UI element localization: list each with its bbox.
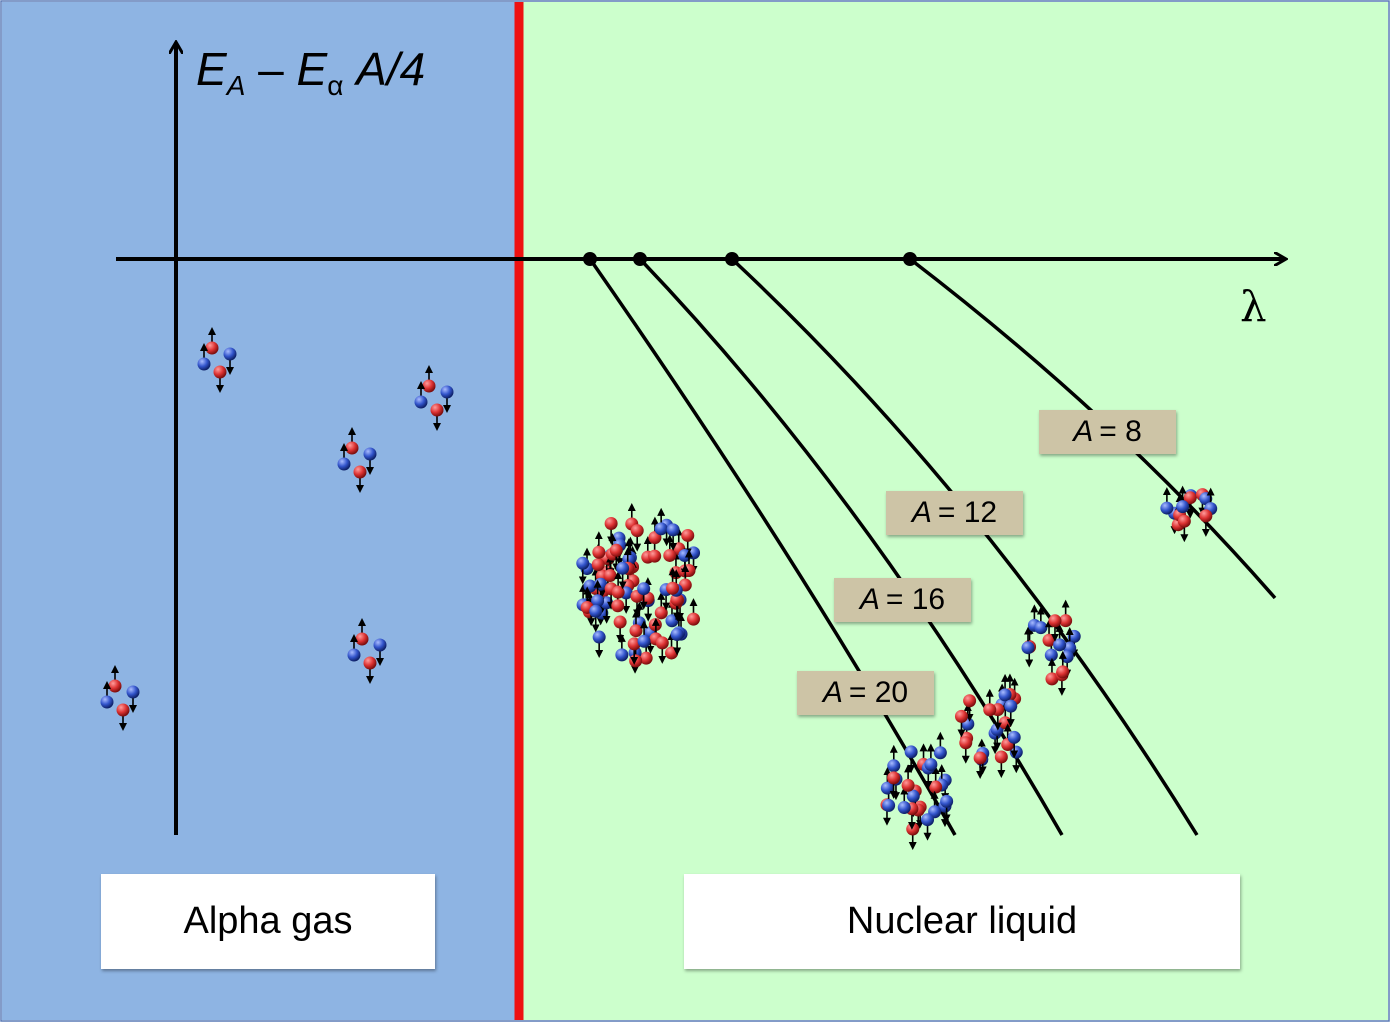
label-a20: A= 20 [797,671,934,715]
neutron-sphere [933,731,947,760]
label-a12: A= 12 [886,491,1023,535]
neutron-sphere [363,447,377,475]
neutron-sphere [591,579,605,608]
neutron-sphere [1007,730,1021,759]
proton-sphere [430,403,444,431]
alpha-gas-region [2,2,519,1020]
neutron-sphere [223,347,237,375]
neutron-sphere [897,786,911,815]
proton-sphere [108,665,122,693]
neutron-sphere [589,604,603,633]
proton-sphere [630,524,644,552]
neutron-sphere [615,633,629,662]
threshold-point-a20 [583,252,597,266]
y-axis-label: EA – Eα A/4 [196,43,426,101]
neutron-sphere [1004,699,1018,728]
proton-sphere [422,365,436,393]
proton-sphere [901,764,915,792]
proton-sphere [670,593,684,621]
proton-sphere [666,567,680,595]
proton-sphere [363,656,377,684]
proton-sphere [1045,657,1059,686]
proton-sphere [345,427,359,455]
proton-sphere [205,327,219,355]
proton-sphere [1183,491,1197,519]
nucleon-clusters [100,327,1218,851]
proton-sphere [609,543,623,572]
proton-sphere [954,709,968,738]
neutron-sphere [592,630,606,659]
proton-sphere [1048,614,1062,642]
proton-sphere [1177,514,1191,543]
threshold-points [583,252,917,266]
label-a16: A= 16 [834,578,971,622]
neutron-sphere [347,634,361,662]
proton-sphere [686,598,700,626]
proton-sphere [627,637,641,665]
proton-sphere [355,618,369,646]
neutron-sphere [637,620,651,648]
proton-sphere [655,636,669,664]
neutron-sphere [666,523,680,551]
proton-sphere [983,688,997,717]
proton-sphere [213,365,227,393]
neutron-sphere [337,443,351,471]
neutron-sphere [1021,626,1035,655]
proton-sphere [592,531,606,559]
neutron-sphere [414,381,428,409]
neutron-sphere [940,794,954,823]
neutron-sphere [637,582,651,610]
label-a8: A= 8 [1039,410,1176,454]
proton-sphere [353,465,367,493]
neutron-sphere [670,628,684,656]
threshold-point-a12 [725,252,739,266]
nuclear-liquid-label: Nuclear liquid [684,874,1240,969]
neutron-sphere [654,507,668,536]
proton-sphere [963,694,977,722]
x-axis-label: λ [1240,282,1267,331]
neutron-sphere [1176,485,1190,514]
alpha-gas-label: Alpha gas [101,874,435,969]
neutron-sphere [1160,487,1174,515]
neutron-sphere [373,638,387,666]
neutron-sphere [998,673,1012,702]
proton-sphere [116,703,130,731]
proton-sphere [1199,509,1213,537]
proton-sphere [973,751,987,779]
neutron-sphere [440,385,454,413]
neutron-sphere [576,556,590,585]
neutron-sphere [921,813,935,841]
proton-sphere [929,766,943,794]
threshold-point-a8 [903,252,917,266]
proton-sphere [1056,650,1070,679]
proton-sphere [959,736,973,764]
neutron-sphere [100,681,114,709]
proton-sphere [629,609,643,638]
neutron-sphere [616,561,630,590]
neutron-sphere [924,743,938,771]
proton-sphere [887,771,901,799]
proton-sphere [994,750,1008,779]
neutron-sphere [126,685,140,713]
proton-sphere [603,554,617,583]
threshold-point-a16 [633,252,647,266]
neutron-sphere [1034,606,1048,635]
neutron-sphere [197,343,211,371]
